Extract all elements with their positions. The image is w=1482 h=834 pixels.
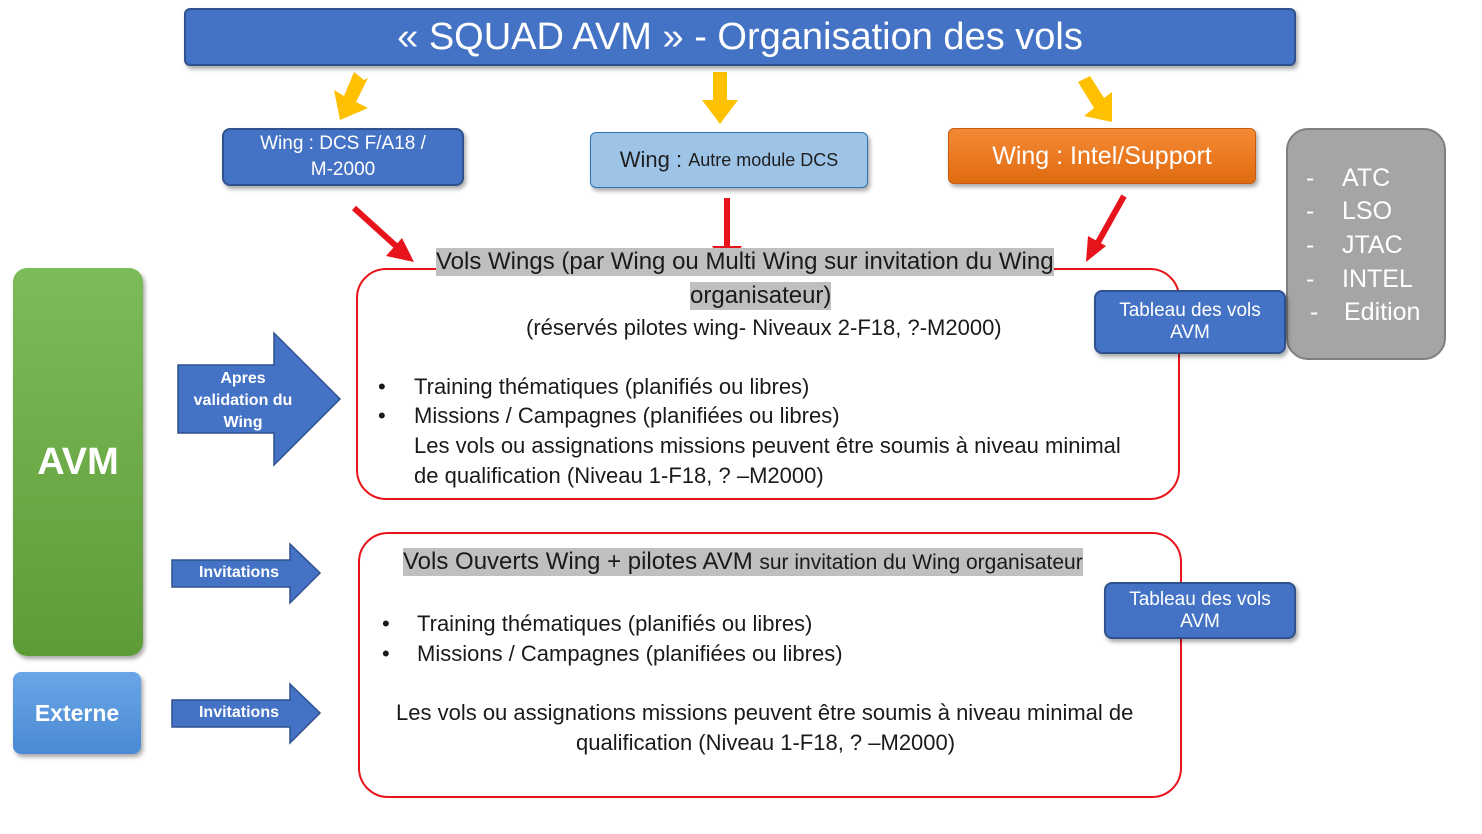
- wing-autre-module: Wing : Autre module DCS: [590, 132, 868, 188]
- wing-intel-support: Wing : Intel/Support: [948, 128, 1256, 184]
- red-arrow-right: [1086, 236, 1106, 262]
- yellow-arrow-left: [334, 72, 368, 120]
- tableau-vols-avm-2: Tableau des vols AVM: [1104, 582, 1296, 639]
- panel1-item: Missions / Campagnes (planifiées ou libr…: [414, 403, 840, 428]
- externe-box: Externe: [13, 672, 141, 754]
- tableau-vols-avm-1: Tableau des vols AVM: [1094, 290, 1286, 354]
- avm-box: AVM: [13, 268, 143, 656]
- wing-dcs-f18-m2000: Wing : DCS F/A18 / M-2000: [222, 128, 464, 186]
- bullet: •: [382, 641, 390, 666]
- wing2-prefix: Wing :: [619, 147, 689, 172]
- panel1-item: Training thématiques (planifiés ou libre…: [414, 374, 810, 399]
- validation-arrow-label: Apres validation du Wing: [193, 370, 293, 431]
- yellow-arrow-center: [702, 72, 738, 124]
- panel1-heading-line1: Vols Wings (par Wing ou Multi Wing sur i…: [436, 248, 1054, 276]
- panel-vols-ouverts: [358, 532, 1182, 798]
- bullet: •: [382, 611, 390, 636]
- invitations-arrow-1: [171, 542, 322, 605]
- panel2-note-line2: qualification (Niveau 1-F18, ? –M2000): [576, 730, 956, 755]
- panel1-heading-line2: organisateur): [690, 282, 832, 310]
- panel2-note-line1: Les vols ou assignations missions peuven…: [396, 700, 1134, 725]
- page-title: « SQUAD AVM » - Organisation des vols: [184, 8, 1296, 66]
- panel2-item: Training thématiques (planifiés ou libre…: [417, 611, 813, 636]
- wing1-line1: Wing : DCS F/A18 /: [260, 133, 426, 154]
- invitations-arrow-2: [171, 682, 322, 745]
- wing2-suffix: Autre module DCS: [688, 149, 839, 170]
- panel1-subheading: (réservés pilotes wing- Niveaux 2-F18, ?…: [526, 315, 1002, 340]
- invitations-label-2: Invitations: [198, 704, 279, 721]
- panel1-note-line2: de qualification (Niveau 1-F18, ? –M2000…: [414, 463, 824, 488]
- bullet: •: [378, 374, 386, 399]
- panel2-item: Missions / Campagnes (planifiées ou libr…: [417, 641, 843, 666]
- panel1-note-line1: Les vols ou assignations missions peuven…: [414, 433, 1121, 458]
- yellow-arrow-right: [1078, 76, 1112, 122]
- bullet: •: [378, 403, 386, 428]
- validation-arrow: [177, 331, 342, 467]
- panel2-heading: Vols Ouverts Wing + pilotes AVM sur invi…: [403, 548, 1083, 576]
- invitations-label-1: Invitations: [198, 564, 279, 581]
- roles-list: -ATC -LSO -JTAC -INTEL -Edition: [1286, 128, 1446, 360]
- red-arrow-left: [386, 238, 414, 262]
- wing1-line2: M-2000: [310, 159, 376, 180]
